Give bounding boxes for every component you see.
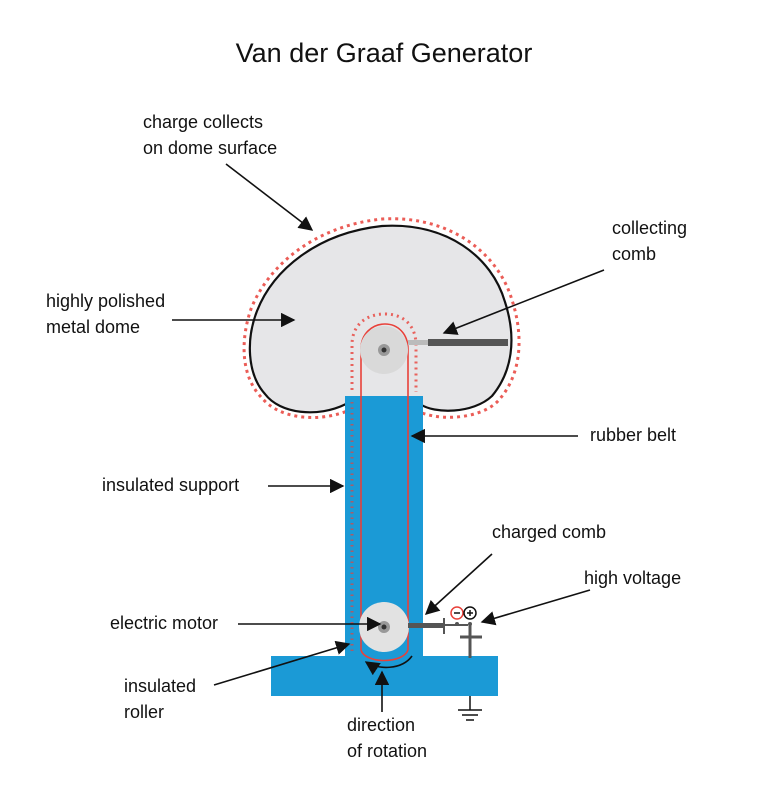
arrow-high-voltage — [480, 589, 591, 626]
label-electric-motor: electric motor — [110, 613, 218, 633]
charged-comb — [408, 623, 444, 628]
arrow-charge-collects — [225, 163, 314, 231]
dome-charge-halo — [242, 217, 521, 419]
label-collecting-comb-1: collecting — [612, 218, 687, 238]
rotation-arrow — [364, 655, 413, 676]
label-metal-dome-2: metal dome — [46, 317, 140, 337]
label-rubber-belt: rubber belt — [590, 425, 676, 445]
diagram-title: Van der Graaf Generator — [236, 38, 533, 68]
upper-roller-hub — [381, 347, 387, 353]
label-high-voltage: high voltage — [584, 568, 681, 588]
label-direction-1: direction — [347, 715, 415, 735]
label-collecting-comb-2: comb — [612, 244, 656, 264]
arrow-insulated-roller — [213, 640, 351, 686]
rubber-belt-lower — [360, 649, 409, 662]
terminal-dot-b — [468, 622, 472, 626]
collecting-comb — [428, 339, 508, 346]
metal-dome — [248, 224, 513, 414]
lower-roller-hub — [381, 624, 387, 630]
label-direction-2: of rotation — [347, 741, 427, 761]
label-insulated-support: insulated support — [102, 475, 239, 495]
top-belt-charges — [350, 312, 418, 392]
base-plate — [271, 656, 498, 696]
arrow-charged-comb — [424, 553, 493, 615]
label-charge-collects-1: charge collects — [143, 112, 263, 132]
label-insulated-roller-2: roller — [124, 702, 164, 722]
collecting-comb-stem — [408, 340, 430, 345]
arrow-collecting-comb — [442, 269, 605, 335]
label-charged-comb: charged comb — [492, 522, 606, 542]
label-charge-collects-2: on dome surface — [143, 138, 277, 158]
label-insulated-roller-1: insulated — [124, 676, 196, 696]
label-metal-dome-1: highly polished — [46, 291, 165, 311]
terminal-dot-a — [455, 622, 459, 626]
ground-icon — [458, 696, 482, 721]
